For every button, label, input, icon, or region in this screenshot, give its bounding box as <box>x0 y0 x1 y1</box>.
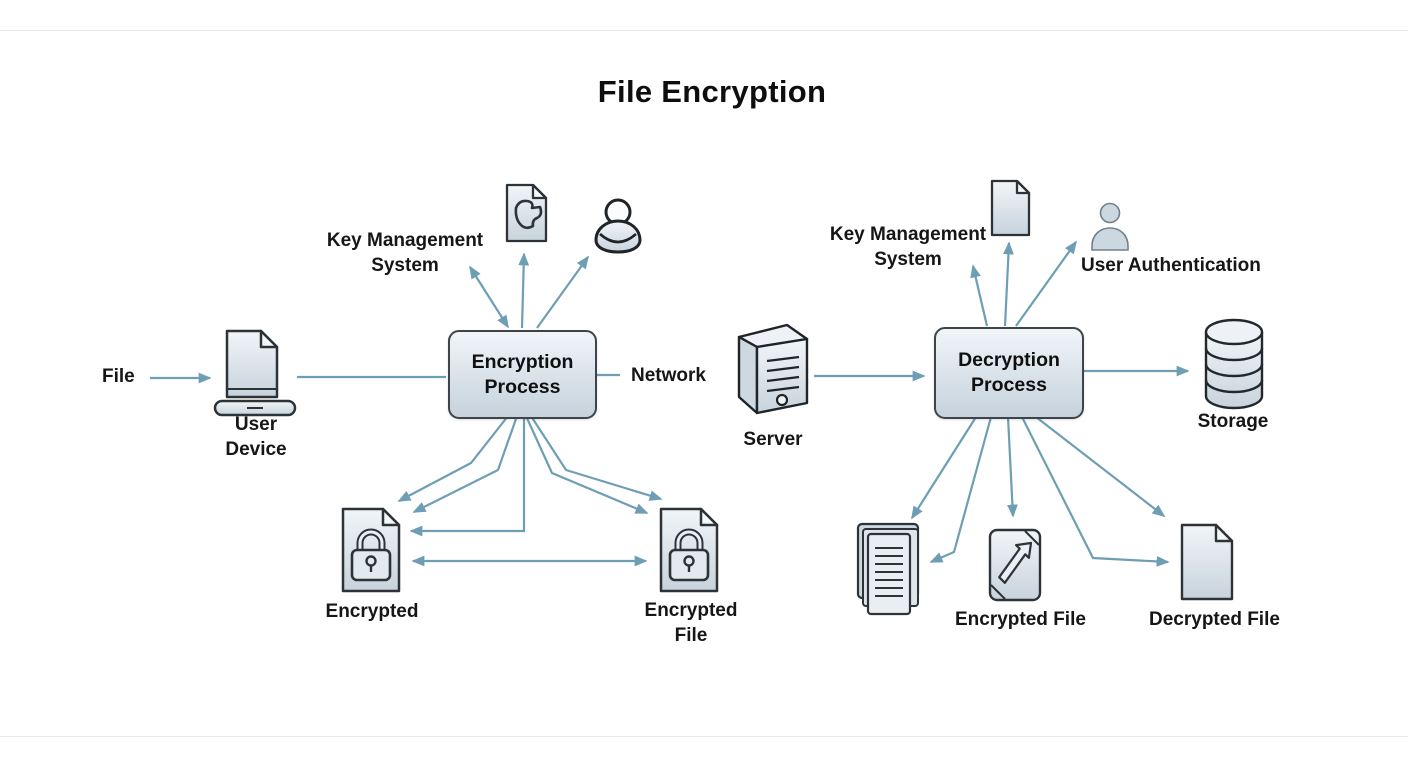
arrow-encryption-to-encrypted-b <box>412 415 519 513</box>
decryption-process-box: Decryption Process <box>934 327 1084 419</box>
user-icon <box>594 198 642 254</box>
bottom-border-line <box>0 736 1408 737</box>
encryption-process-label: Encryption Process <box>471 350 574 398</box>
user-device-icon <box>213 329 297 417</box>
arrow-decryption-to-kms <box>970 264 989 327</box>
key-document-icon <box>505 183 548 243</box>
encrypted-file-right-label: Encrypted File <box>955 609 1086 630</box>
network-label: Network <box>631 365 706 386</box>
arrow-encryption-to-user <box>536 255 589 329</box>
decrypted-file-label: Decrypted File <box>1149 609 1280 630</box>
user-authentication-icon <box>1091 202 1129 251</box>
arrow-decryption-to-decrypted-file-side <box>1021 416 1170 567</box>
server-icon <box>737 323 809 415</box>
server-label: Server <box>743 429 803 450</box>
decrypted-file-icon <box>1180 523 1234 601</box>
user-auth-label: User Authentication <box>1081 255 1261 276</box>
arrow-encryption-to-key-document <box>518 252 530 329</box>
arrow-encryption-to-encrypted-file-b <box>524 415 649 515</box>
arrow-decryption-to-key-document <box>1003 241 1014 327</box>
key-document-right-icon <box>990 179 1031 237</box>
arrow-encryption-to-encrypted-a <box>397 415 509 502</box>
arrow-decryption-to-user-auth <box>1015 240 1077 327</box>
encrypted-label: Encrypted <box>325 601 419 622</box>
encryption-process-box: Encryption Process <box>448 330 597 419</box>
storage-label: Storage <box>1197 411 1269 432</box>
document-stack-icon <box>856 522 920 616</box>
file-label: File <box>102 366 135 387</box>
page-title: File Encryption <box>597 74 827 109</box>
encrypted-file-lock-icon <box>659 507 719 593</box>
arrow-decryption-to-doc-stack-side <box>929 416 993 564</box>
decryption-process-label: Decryption Process <box>958 349 1060 396</box>
encrypted-lock-file-icon <box>341 507 401 593</box>
arrow-decryption-to-decrypted-file-top <box>1035 416 1166 517</box>
arrow-encryption-to-encrypted-elbow <box>409 416 526 537</box>
kms-right-label: Key Management System <box>829 224 987 270</box>
arrow-encryption-to-kms <box>469 265 509 329</box>
encrypted-file-left-label: Encrypted File <box>644 600 738 646</box>
top-border-line <box>0 30 1408 31</box>
user-device-label: User Device <box>225 414 287 460</box>
kms-left-label: Key Management System <box>326 230 484 276</box>
arrow-encryption-to-encrypted-file-a <box>530 415 663 501</box>
arrow-decryption-to-doc-stack-top <box>911 416 977 520</box>
encrypted-file-card-icon <box>988 528 1042 602</box>
storage-database-icon <box>1204 318 1264 410</box>
arrow-decryption-to-encrypted-file <box>1006 416 1018 518</box>
